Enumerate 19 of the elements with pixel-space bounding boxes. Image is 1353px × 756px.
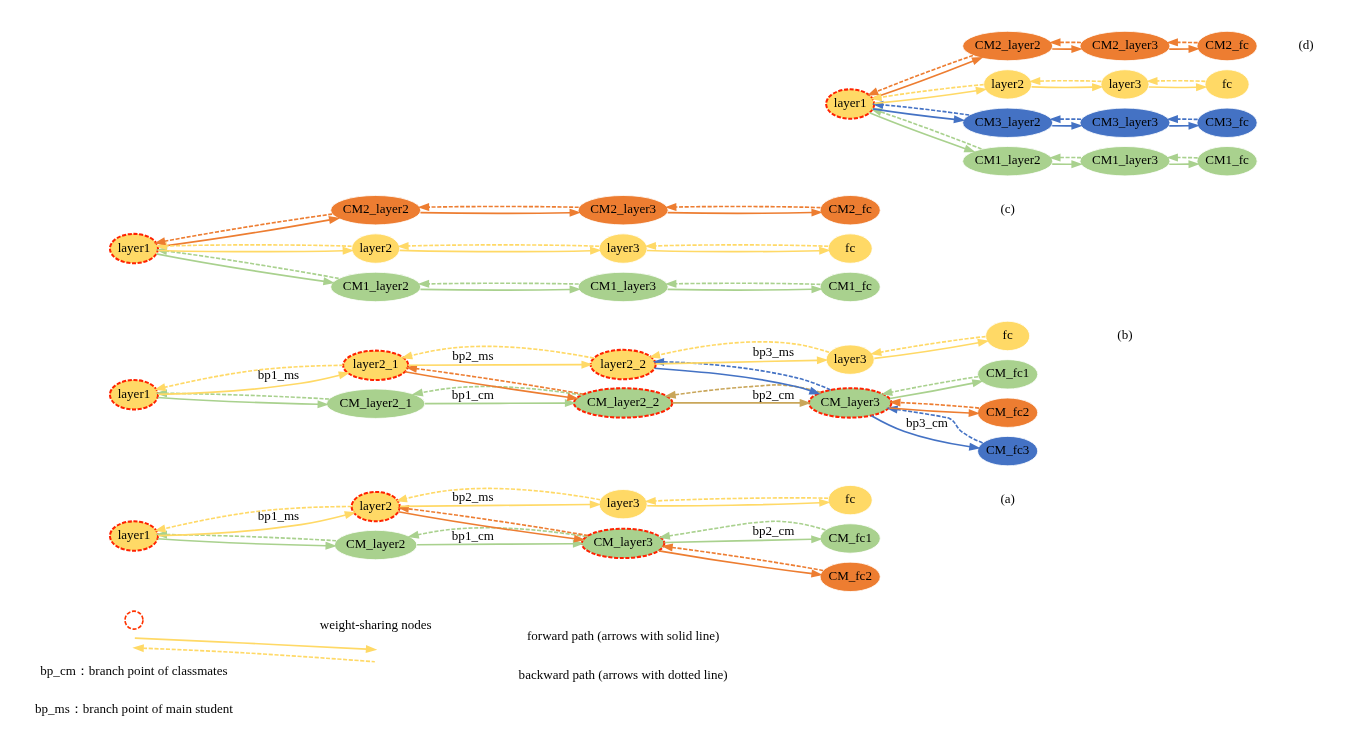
legend-label: backward path (arrows with dotted line) (518, 666, 728, 682)
edge-label: bp3_cm (905, 415, 948, 431)
label: (c) (1000, 201, 1015, 217)
label: bp_cm：branch point of classmates (40, 662, 228, 678)
legend-label: forward path (arrows with solid line) (526, 628, 720, 644)
label: bp_ms：branch point of main student (35, 701, 233, 717)
label: (a) (1000, 491, 1015, 507)
edge-label: bp1_cm (451, 386, 494, 402)
legend-label: weight-sharing nodes (319, 616, 432, 632)
edge-label: bp1_ms (257, 508, 300, 524)
edge-label: bp2_ms (452, 348, 494, 364)
edge-label: bp2_ms (452, 488, 494, 504)
edge-label: bp1_cm (451, 527, 494, 543)
edge-label: bp2_cm (752, 523, 795, 539)
edge-label: bp3_ms (752, 344, 795, 360)
label: (b) (1117, 327, 1133, 343)
edge-label: bp2_cm (752, 386, 795, 402)
label: (d) (1298, 37, 1314, 53)
edge-label: bp1_ms (257, 367, 300, 383)
